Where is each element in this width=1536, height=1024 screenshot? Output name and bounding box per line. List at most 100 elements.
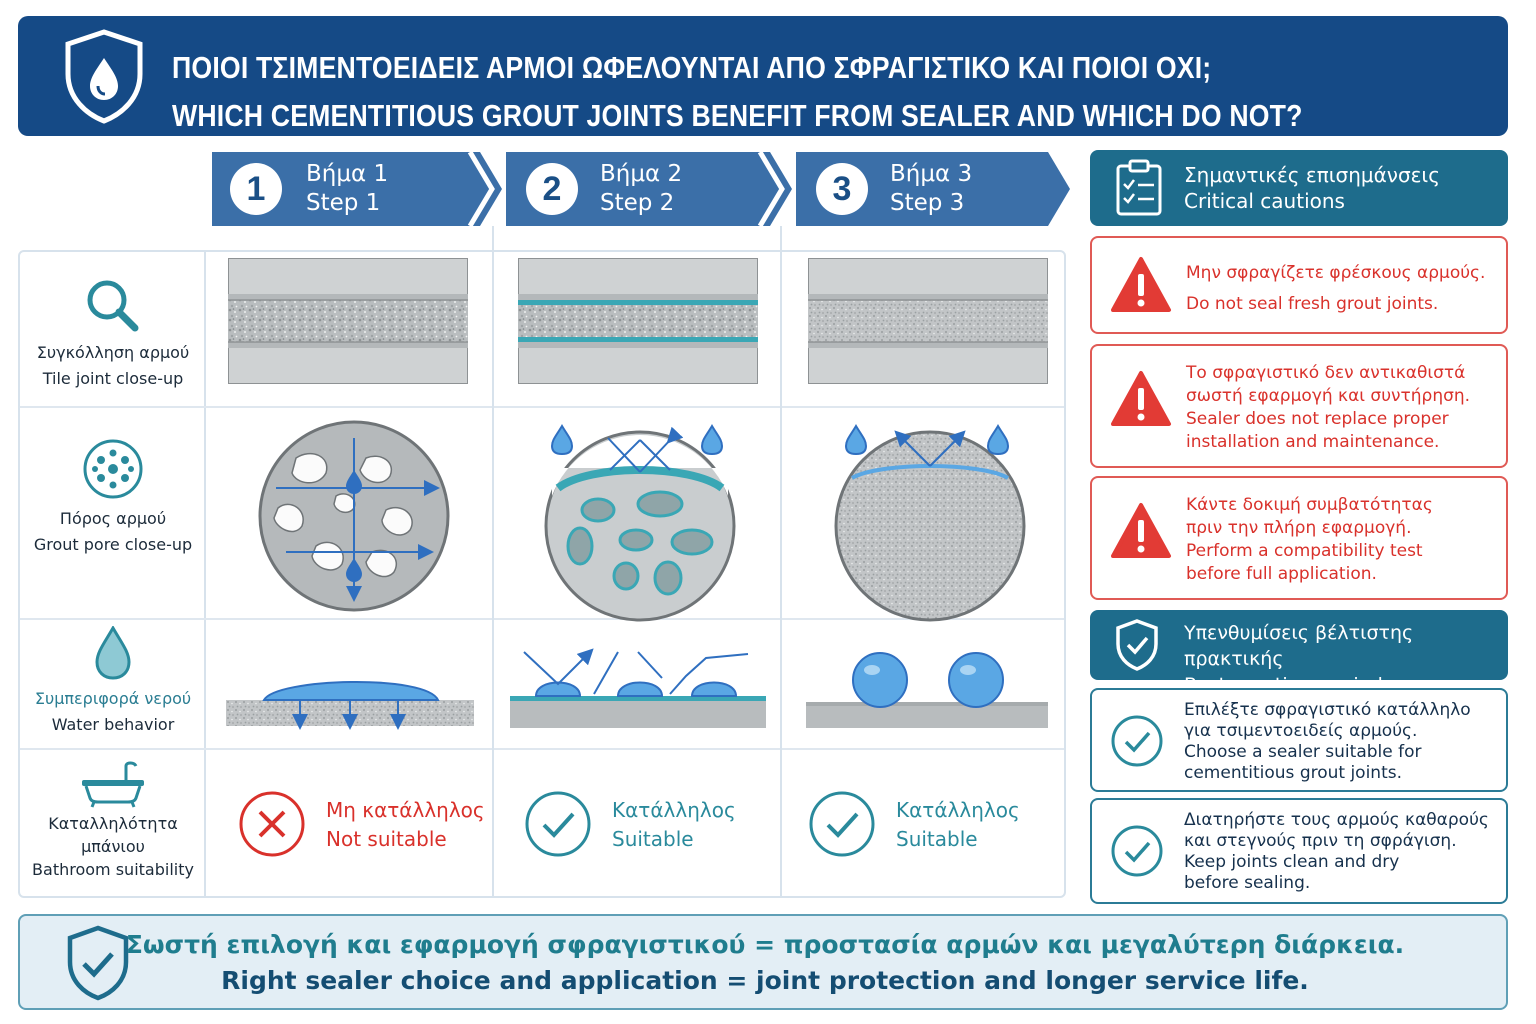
step-label-greek: Βήμα 1 xyxy=(306,161,389,187)
step-label-greek: Βήμα 2 xyxy=(600,161,683,187)
step-label-english: Step 3 xyxy=(890,190,965,216)
row-label-bathroom: Καταλληλότητα μπάνιου Bathroom suitabili… xyxy=(20,760,206,881)
bathtub-icon xyxy=(82,761,144,808)
step-label-greek: Βήμα 3 xyxy=(890,161,973,187)
suitability-label-greek: Κατάλληλος xyxy=(896,798,1020,822)
suitability-label-greek: Μη κατάλληλος xyxy=(326,798,485,822)
suitability-label-greek: Κατάλληλος xyxy=(612,798,736,822)
column-divider xyxy=(492,226,494,896)
check-icon xyxy=(1111,825,1163,877)
suitability-not-suitable: Μη κατάλληλος Not suitable xyxy=(238,790,485,860)
caution-card: Μην σφραγίζετε φρέσκους αρμούς. Do not s… xyxy=(1090,236,1508,334)
water-drop-icon xyxy=(95,626,131,680)
joint-illustration-surface-sealer xyxy=(808,258,1048,384)
row-divider xyxy=(20,748,1064,750)
check-icon xyxy=(1111,715,1163,767)
header-banner: ΠΟΙΟΙ ΤΣΙΜΕΝΤΟΕΙΔΕΙΣ ΑΡΜΟΙ ΩΦΕΛΟΥΝΤΑΙ ΑΠ… xyxy=(18,16,1508,136)
row-label-pore: Πόρος αρμού Grout pore close-up xyxy=(20,438,206,558)
water-beading-illustration-surface xyxy=(806,652,1048,728)
warning-icon xyxy=(1111,371,1171,426)
comparison-grid xyxy=(18,250,1066,898)
page-title-english: WHICH CEMENTITIOUS GROUT JOINTS BENEFIT … xyxy=(172,98,1303,133)
cross-icon xyxy=(239,791,305,857)
cautions-heading: Σημαντικές επισημάνσεις Critical caution… xyxy=(1090,150,1508,226)
caution-text-english: Perform a compatibility test xyxy=(1186,541,1423,561)
pore-illustration-unsealed xyxy=(258,420,450,612)
check-icon xyxy=(809,791,875,857)
pore-illustration-penetrating-sealer xyxy=(544,424,736,622)
joint-illustration-unsealed xyxy=(228,258,468,384)
cautions-heading-greek: Σημαντικές επισημάνσεις xyxy=(1184,163,1440,187)
caution-text-greek: σωστή εφαρμογή και συντήρηση. xyxy=(1186,386,1471,406)
caution-text-english: installation and maintenance. xyxy=(1186,432,1440,452)
suitability-suitable-step3: Κατάλληλος Suitable xyxy=(808,790,1048,860)
check-shield-icon xyxy=(1116,619,1158,671)
check-shield-icon xyxy=(67,925,129,1001)
step-label-english: Step 1 xyxy=(306,190,381,216)
step-banner-2: 2 Βήμα 2 Step 2 xyxy=(506,152,792,226)
footer-text-english: Right sealer choice and application = jo… xyxy=(221,966,1309,995)
reminder-text-greek: Διατηρήστε τους αρμούς καθαρούς xyxy=(1184,810,1489,830)
row-label-column xyxy=(20,252,206,896)
pore-illustration-surface-sealer xyxy=(834,424,1026,622)
row-label-water: Συμπεριφορά νερού Water behavior xyxy=(20,626,206,738)
reminder-text-english: cementitious grout joints. xyxy=(1184,763,1403,783)
water-absorption-illustration xyxy=(226,680,474,730)
row-label-greek: Καταλληλότητα xyxy=(48,814,178,833)
row-label-greek: μπάνιου xyxy=(81,837,145,856)
reminder-text-english: before sealing. xyxy=(1184,873,1311,893)
step-number: 1 xyxy=(230,163,282,215)
suitability-label-english: Not suitable xyxy=(326,827,447,851)
suitability-suitable-step2: Κατάλληλος Suitable xyxy=(524,790,764,860)
row-label-joint: Συγκόλληση αρμού Tile joint close-up xyxy=(20,276,206,392)
water-beading-illustration-penetrating xyxy=(510,648,766,728)
step-number: 2 xyxy=(526,163,578,215)
magnifier-icon xyxy=(87,280,139,332)
row-divider xyxy=(20,618,1064,620)
reminders-heading-greek: Υπενθυμίσεις βέλτιστης πρακτικής xyxy=(1184,622,1414,670)
water-drop-shield-icon xyxy=(65,29,143,124)
footer-summary: Σωστή επιλογή και εφαρμογή σφραγιστικού … xyxy=(18,914,1508,1010)
row-label-greek: Συμπεριφορά νερού xyxy=(34,689,192,708)
warning-icon xyxy=(1111,503,1171,558)
column-divider xyxy=(780,226,782,896)
caution-text-greek: Κάντε δοκιμή συμβατότητας xyxy=(1186,495,1433,515)
check-icon xyxy=(525,791,591,857)
row-label-greek: Πόρος αρμού xyxy=(59,509,167,528)
suitability-label-english: Suitable xyxy=(612,827,694,851)
caution-text-greek: Το σφραγιστικό δεν αντικαθιστά xyxy=(1186,363,1466,383)
caution-card: Κάντε δοκιμή συμβατότητας πριν την πλήρη… xyxy=(1090,476,1508,600)
reminder-text-english: Choose a sealer suitable for xyxy=(1184,742,1422,762)
pore-icon xyxy=(83,439,143,499)
suitability-label-english: Suitable xyxy=(896,827,978,851)
warning-icon xyxy=(1111,257,1171,312)
step-label-english: Step 2 xyxy=(600,190,675,216)
row-label-greek: Συγκόλληση αρμού xyxy=(36,343,190,362)
reminder-text-greek: για τσιμεντοειδείς αρμούς. xyxy=(1184,721,1418,741)
cautions-heading-english: Critical cautions xyxy=(1184,189,1345,213)
row-label-english: Tile joint close-up xyxy=(42,369,184,388)
caution-text-english: Sealer does not replace proper xyxy=(1186,409,1449,429)
reminders-heading: Υπενθυμίσεις βέλτιστης πρακτικής Best-pr… xyxy=(1090,610,1508,696)
caution-card: Το σφραγιστικό δεν αντικαθιστά σωστή εφα… xyxy=(1090,344,1508,468)
row-label-english: Grout pore close-up xyxy=(33,535,193,554)
caution-text-greek: πριν την πλήρη εφαρμογή. xyxy=(1186,518,1412,538)
clipboard-icon xyxy=(1116,159,1162,216)
reminder-card: Επιλέξτε σφραγιστικό κατάλληλο για τσιμε… xyxy=(1090,688,1508,792)
step-number: 3 xyxy=(816,163,868,215)
footer-text-greek: Σωστή επιλογή και εφαρμογή σφραγιστικού … xyxy=(125,930,1405,959)
row-label-english: Water behavior xyxy=(51,715,175,734)
reminder-text-greek: και στεγνούς πριν τη σφράγιση. xyxy=(1184,831,1457,851)
reminder-text-greek: Επιλέξτε σφραγιστικό κατάλληλο xyxy=(1184,700,1471,720)
row-divider xyxy=(20,406,1064,408)
page-title-greek: ΠΟΙΟΙ ΤΣΙΜΕΝΤΟΕΙΔΕΙΣ ΑΡΜΟΙ ΩΦΕΛΟΥΝΤΑΙ ΑΠ… xyxy=(172,50,1212,85)
caution-text-english: Do not seal fresh grout joints. xyxy=(1186,294,1439,314)
reminder-text-english: Keep joints clean and dry xyxy=(1184,852,1400,872)
joint-illustration-penetrating-sealer xyxy=(518,258,758,384)
caution-text-english: before full application. xyxy=(1186,564,1377,584)
reminder-card: Διατηρήστε τους αρμούς καθαρούς και στεγ… xyxy=(1090,798,1508,904)
step-banner-1: 1 Βήμα 1 Step 1 xyxy=(212,152,502,226)
step-banner-3: 3 Βήμα 3 Step 3 xyxy=(796,152,1070,226)
caution-text-greek: Μην σφραγίζετε φρέσκους αρμούς. xyxy=(1186,263,1486,283)
row-label-english: Bathroom suitability xyxy=(32,860,194,879)
